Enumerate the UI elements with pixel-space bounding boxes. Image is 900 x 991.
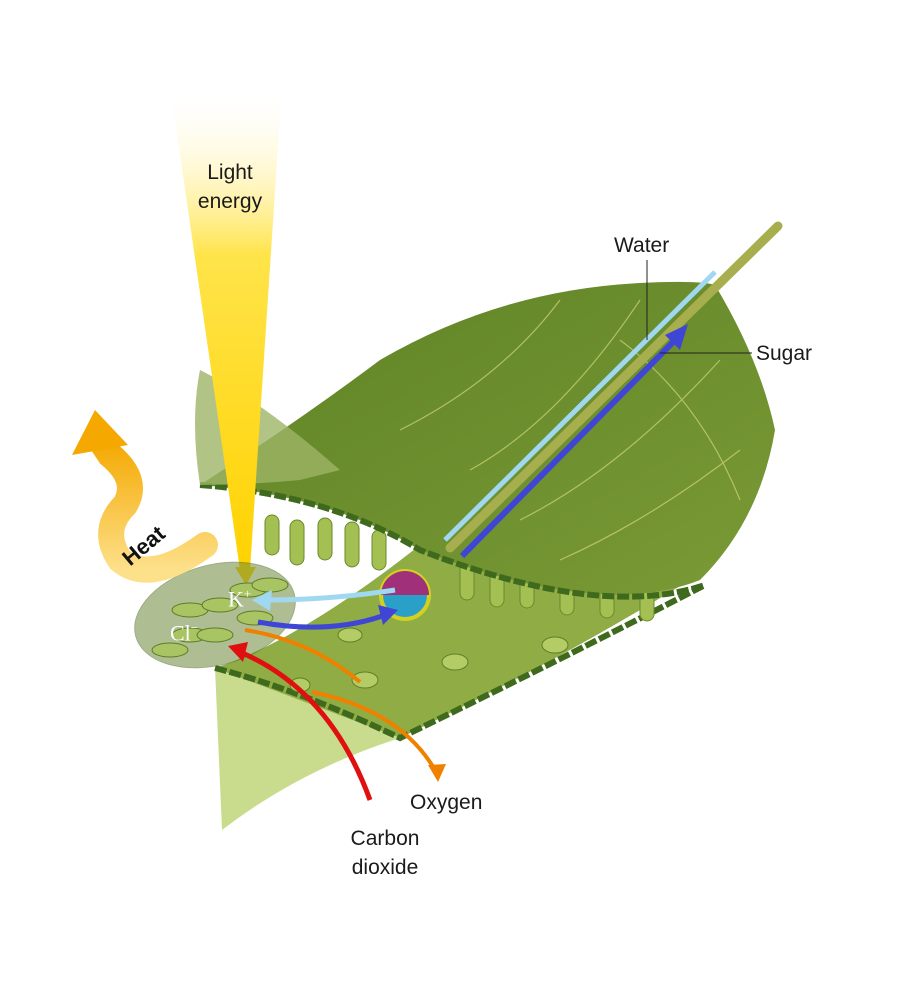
leaf-bottom-edge xyxy=(214,582,707,742)
water-arrow xyxy=(264,587,396,603)
co2-arrowhead xyxy=(228,642,248,662)
stomata xyxy=(289,627,569,693)
light-label-line1: Light xyxy=(207,161,253,184)
oxygen-arrowhead xyxy=(428,764,446,782)
leaf-blade xyxy=(200,281,775,595)
grana-stacks xyxy=(151,577,289,658)
oxygen-inner-arrow xyxy=(244,628,362,684)
chloride-charge: − xyxy=(190,620,199,635)
heat-arrowhead xyxy=(72,410,128,455)
light-label-line2: energy xyxy=(197,190,263,213)
water-label: Water xyxy=(614,234,670,257)
heat-arrow xyxy=(87,427,218,583)
light-beam xyxy=(170,85,282,570)
leaf-lower-surface xyxy=(215,668,400,830)
potassium-charge: + xyxy=(243,586,252,601)
sugar-arrow xyxy=(459,332,683,559)
co2-label-line2: dioxide xyxy=(351,856,419,879)
sugar-label: Sugar xyxy=(756,342,813,365)
leaf-veins xyxy=(399,299,741,561)
co2-label-line1: Carbon xyxy=(350,827,420,850)
co2-arrow xyxy=(239,649,373,801)
oxygen-label: Oxygen xyxy=(410,791,483,814)
leaf-cut-edge xyxy=(199,482,706,600)
potassium-symbol: K xyxy=(228,586,244,612)
sugar-transport-arrowhead xyxy=(378,605,398,625)
potassium-ion-label: K+ xyxy=(228,586,251,612)
light-energy-label: Light energy xyxy=(185,158,275,216)
midrib-stem xyxy=(445,221,783,553)
sugar-transport-arrow xyxy=(257,612,386,630)
water-arrowhead xyxy=(252,590,272,611)
water-vessel xyxy=(443,270,717,542)
sugar-arrowhead xyxy=(665,324,688,350)
chloride-ion-label: Cl− xyxy=(170,620,198,646)
chloride-symbol: Cl xyxy=(170,620,191,646)
carbon-dioxide-label: Carbon dioxide xyxy=(340,824,430,882)
oxygen-arrow xyxy=(311,690,437,772)
